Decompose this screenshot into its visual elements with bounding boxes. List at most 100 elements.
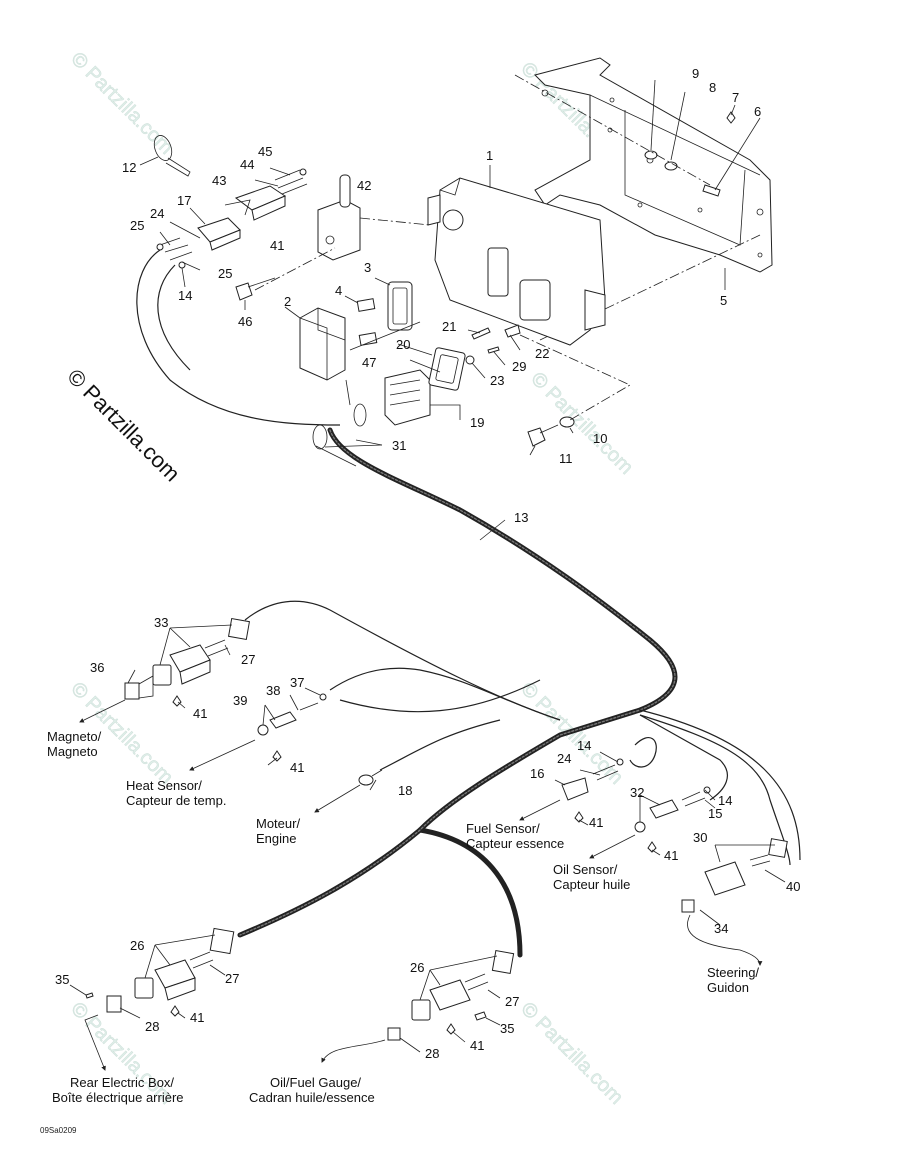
part-label-6[interactable]: 6 <box>754 104 761 119</box>
gauge-connector[interactable] <box>387 950 515 1041</box>
part-label-43[interactable]: 43 <box>212 173 226 188</box>
terminals-top-left[interactable] <box>156 237 193 269</box>
part-label-34[interactable]: 34 <box>714 921 728 936</box>
watermark: © Partzilla.com <box>66 48 177 159</box>
part-label-42[interactable]: 42 <box>357 178 371 193</box>
part-label-27c[interactable]: 27 <box>505 994 519 1009</box>
ecm-module[interactable] <box>427 177 606 346</box>
label-engine-2: Engine <box>256 831 296 846</box>
partzilla-watermark: © Partzilla.com <box>62 364 185 487</box>
destination-labels: Magneto/ Magneto Heat Sensor/ Capteur de… <box>47 729 759 1105</box>
part-label-7[interactable]: 7 <box>732 90 739 105</box>
fuel-sensor-connector[interactable] <box>561 758 624 823</box>
seal-3[interactable] <box>387 281 413 331</box>
label-steering-2: Guidon <box>707 980 749 995</box>
part-label-31[interactable]: 31 <box>392 438 406 453</box>
part-label-14a[interactable]: 14 <box>178 288 192 303</box>
bolt-46[interactable] <box>235 277 276 301</box>
part-label-33[interactable]: 33 <box>154 615 168 630</box>
part-label-11[interactable]: 11 <box>559 451 573 466</box>
part-label-39[interactable]: 39 <box>233 693 247 708</box>
part-label-35a[interactable]: 35 <box>55 972 69 987</box>
bracket-hardware[interactable] <box>644 111 736 197</box>
part-label-28b[interactable]: 28 <box>425 1046 439 1061</box>
watermark: © Partzilla.com <box>526 368 637 479</box>
part-label-19[interactable]: 19 <box>470 415 484 430</box>
relay[interactable] <box>299 307 346 381</box>
label-fuel-sensor-1: Fuel Sensor/ <box>466 821 540 836</box>
leader-lines <box>69 79 786 1053</box>
part-label-25a[interactable]: 25 <box>130 218 144 233</box>
part-label-21[interactable]: 21 <box>442 319 456 334</box>
part-label-23[interactable]: 23 <box>490 373 504 388</box>
part-label-36[interactable]: 36 <box>90 660 104 675</box>
part-label-28a[interactable]: 28 <box>145 1019 159 1034</box>
part-label-10[interactable]: 10 <box>593 431 607 446</box>
label-rear-box-1: Rear Electric Box/ <box>70 1075 174 1090</box>
heat-sensor-connector[interactable] <box>257 693 327 762</box>
part-label-26b[interactable]: 26 <box>410 960 424 975</box>
mounting-bracket[interactable] <box>534 57 773 273</box>
part-label-45[interactable]: 45 <box>258 144 272 159</box>
part-label-15[interactable]: 15 <box>708 806 722 821</box>
part-label-5[interactable]: 5 <box>720 293 727 308</box>
steering-connector[interactable] <box>681 838 788 913</box>
wire-loop <box>136 249 341 426</box>
part-label-30[interactable]: 30 <box>693 830 707 845</box>
tie-wraps-31[interactable] <box>312 379 367 467</box>
part-label-44[interactable]: 44 <box>240 157 254 172</box>
label-oil-sensor-1: Oil Sensor/ <box>553 862 618 877</box>
part-label-41f[interactable]: 41 <box>190 1010 204 1025</box>
part-label-27a[interactable]: 27 <box>241 652 255 667</box>
part-label-20[interactable]: 20 <box>396 337 410 352</box>
part-label-41e[interactable]: 41 <box>664 848 678 863</box>
fuses[interactable] <box>356 298 378 346</box>
part-label-38[interactable]: 38 <box>266 683 280 698</box>
part-label-41c[interactable]: 41 <box>290 760 304 775</box>
part-label-27b[interactable]: 27 <box>225 971 239 986</box>
module-42[interactable] <box>317 174 361 261</box>
part-label-8[interactable]: 8 <box>709 80 716 95</box>
part-label-41d[interactable]: 41 <box>589 815 603 830</box>
rear-box-connector[interactable] <box>85 927 235 1017</box>
oil-sensor-connector[interactable] <box>634 786 711 853</box>
part-label-47[interactable]: 47 <box>362 355 376 370</box>
part-label-29[interactable]: 29 <box>512 359 526 374</box>
part-label-4[interactable]: 4 <box>335 283 342 298</box>
part-label-14b[interactable]: 14 <box>577 738 591 753</box>
part-label-9[interactable]: 9 <box>692 66 699 81</box>
label-engine-1: Moteur/ <box>256 816 300 831</box>
part-label-24a[interactable]: 24 <box>150 206 164 221</box>
magneto-connector[interactable] <box>124 617 251 707</box>
part-label-46[interactable]: 46 <box>238 314 252 329</box>
part-label-13[interactable]: 13 <box>514 510 528 525</box>
main-harness[interactable] <box>237 427 678 958</box>
part-label-12[interactable]: 12 <box>122 160 136 175</box>
tie-wrap[interactable] <box>151 133 191 177</box>
part-label-35b[interactable]: 35 <box>500 1021 514 1036</box>
terminals-small[interactable] <box>465 324 521 365</box>
part-label-17[interactable]: 17 <box>177 193 191 208</box>
part-label-22[interactable]: 22 <box>535 346 549 361</box>
ring-terminal[interactable] <box>358 769 383 786</box>
part-label-14c[interactable]: 14 <box>718 793 732 808</box>
part-label-32[interactable]: 32 <box>630 785 644 800</box>
part-label-37[interactable]: 37 <box>290 675 304 690</box>
part-label-2[interactable]: 2 <box>284 294 291 309</box>
part-label-24b[interactable]: 24 <box>557 751 571 766</box>
part-label-18[interactable]: 18 <box>398 783 412 798</box>
part-label-40[interactable]: 40 <box>786 879 800 894</box>
label-oil-sensor-2: Capteur huile <box>553 877 630 892</box>
label-gauge-2: Cadran huile/essence <box>249 1090 375 1105</box>
part-label-25b[interactable]: 25 <box>218 266 232 281</box>
part-label-1[interactable]: 1 <box>486 148 493 163</box>
part-label-41g[interactable]: 41 <box>470 1038 484 1053</box>
part-label-41b[interactable]: 41 <box>193 706 207 721</box>
part-label-41a[interactable]: 41 <box>270 238 284 253</box>
part-label-3[interactable]: 3 <box>364 260 371 275</box>
main-connector[interactable] <box>384 347 466 426</box>
part-label-26a[interactable]: 26 <box>130 938 144 953</box>
bolt-and-washer[interactable] <box>527 416 575 447</box>
part-label-16[interactable]: 16 <box>530 766 544 781</box>
